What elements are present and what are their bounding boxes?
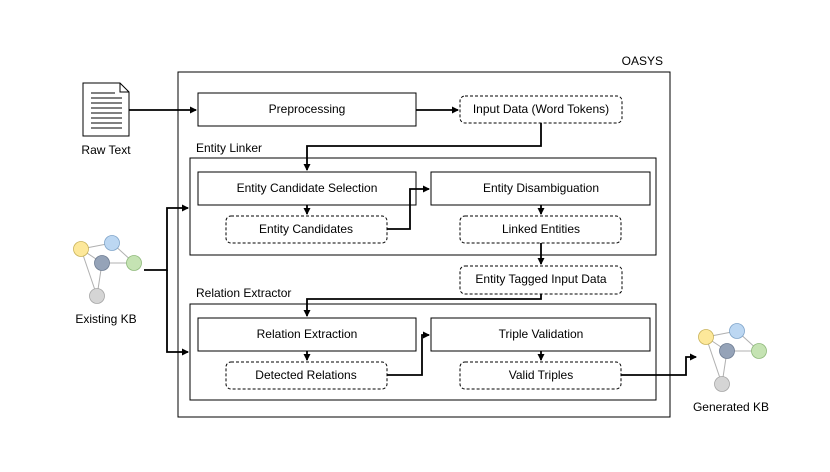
kb-node-slate bbox=[719, 343, 735, 359]
entity-disambiguation-label: Entity Disambiguation bbox=[483, 181, 599, 195]
arrow-tagged-to-relation-extraction bbox=[303, 294, 542, 317]
arrow-input-data-to-candidate-selection bbox=[303, 123, 542, 171]
arrow-candidates-to-disambiguation bbox=[387, 185, 430, 230]
input-data-label: Input Data (Word Tokens) bbox=[473, 102, 609, 116]
kb-node-green bbox=[751, 343, 767, 359]
arrow-existing-kb-branch bbox=[144, 204, 189, 271]
entity-candidates-label: Entity Candidates bbox=[259, 222, 353, 236]
oasys-title: OASYS bbox=[622, 54, 663, 68]
preprocessing-label: Preprocessing bbox=[269, 102, 346, 116]
entity-linker-frame bbox=[189, 157, 657, 256]
entity-linker-title: Entity Linker bbox=[196, 141, 262, 155]
generated-kb-label: Generated KB bbox=[693, 400, 769, 414]
kb-node-green bbox=[126, 255, 142, 271]
entity-tagged-input-label: Entity Tagged Input Data bbox=[475, 272, 607, 286]
triple-validation-label: Triple Validation bbox=[499, 327, 584, 341]
kb-node-gray bbox=[714, 376, 730, 392]
oasys-frame bbox=[177, 71, 671, 418]
document-icon bbox=[82, 82, 130, 137]
kb-node-gray bbox=[89, 288, 105, 304]
arrow-valid-triples-to-generated-kb bbox=[621, 353, 697, 376]
kb-node-yellow bbox=[73, 241, 89, 257]
raw-text-label: Raw Text bbox=[81, 143, 131, 157]
linked-entities-label: Linked Entities bbox=[502, 222, 580, 236]
arrow-detected-to-validation bbox=[387, 331, 430, 376]
valid-triples-label: Valid Triples bbox=[509, 368, 573, 382]
relation-extraction-label: Relation Extraction bbox=[257, 327, 358, 341]
entity-candidate-selection-box bbox=[197, 171, 417, 206]
entity-candidate-selection-label: Entity Candidate Selection bbox=[237, 181, 378, 195]
existing-kb-graph-icon bbox=[73, 235, 142, 304]
relation-extractor-frame bbox=[189, 303, 657, 401]
linked-entities-box bbox=[459, 215, 622, 244]
kb-node-slate bbox=[94, 255, 110, 271]
arrow-existing-kb-to-relation-extractor bbox=[166, 270, 189, 356]
relation-extractor-title: Relation Extractor bbox=[196, 286, 291, 300]
preprocessing-box bbox=[197, 92, 417, 127]
kb-node-yellow bbox=[698, 329, 714, 345]
existing-kb-label: Existing KB bbox=[75, 312, 136, 326]
detected-relations-label: Detected Relations bbox=[255, 368, 356, 382]
triple-validation-box bbox=[430, 317, 651, 352]
relation-extraction-box bbox=[197, 317, 417, 352]
kb-node-blue bbox=[729, 323, 745, 339]
generated-kb-graph-icon bbox=[698, 323, 767, 392]
kb-node-blue bbox=[104, 235, 120, 251]
